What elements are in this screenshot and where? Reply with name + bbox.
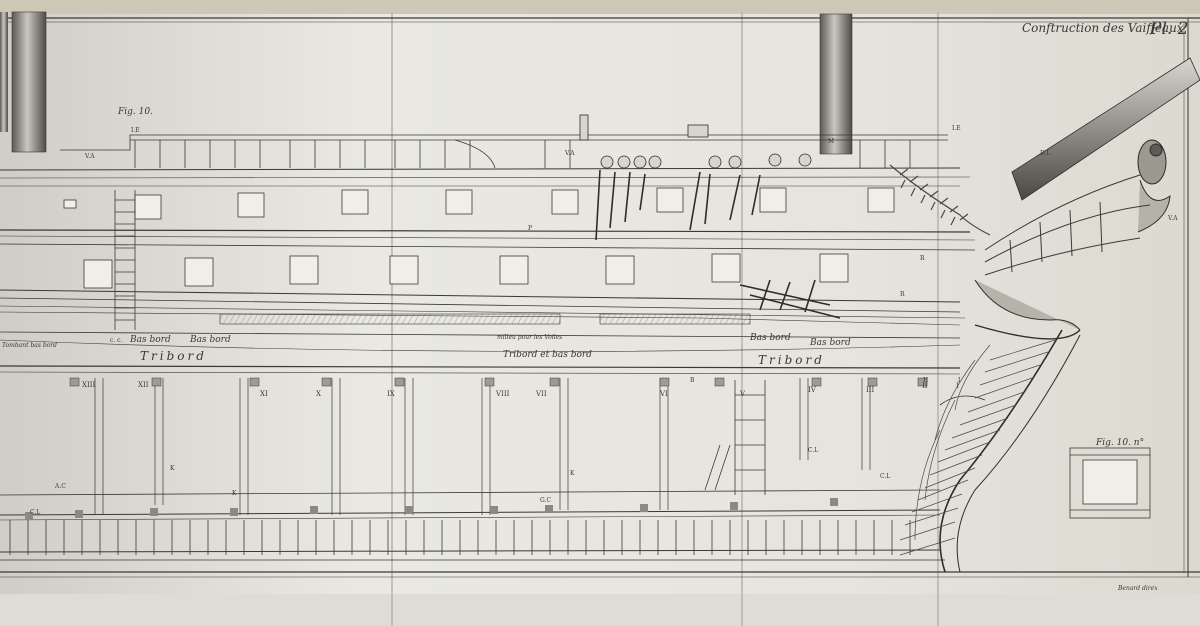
frame-numeral: III [866,386,875,394]
figure-main-label: Fig. 10. [117,107,153,117]
letter-k: K [232,490,237,497]
frame-numeral: IX [387,390,395,398]
plate-number: Pl. 2 [1149,19,1189,39]
letter-ac: A.C [54,483,66,490]
letter-k: K [170,465,175,472]
letter-p: P [528,225,532,232]
letter-b: B [690,377,695,384]
plate-border [0,17,1200,578]
hold-pillars [94,378,871,515]
fore-mast [819,13,853,155]
keel-frames [9,520,911,555]
bowsprit [1011,57,1200,201]
frame-numeral: VI [659,390,668,398]
stem [939,279,1081,573]
label-tribord-center: Tribord et bas bord [503,350,592,360]
letter-r: R [900,291,905,298]
label-bas-bord-3: Bas bord [749,333,791,343]
engraver-signature: Benard direx [1117,585,1158,592]
label-bas-bord-1: Bas bord [129,335,171,345]
inset-diagram [1069,447,1151,519]
figurehead [1137,139,1171,233]
letter-cl: C.L [808,447,818,454]
frame-numeral: VII [535,390,547,398]
head-rails [984,174,1151,276]
letter-h: H [923,377,928,384]
letter-va: V.A [564,150,575,157]
label-tombant: Tombant bas bord [2,342,57,349]
frame-numeral: IV [808,386,817,394]
frame-numeral: I [956,382,959,390]
upper-gunports [63,187,895,220]
main-mast [11,11,47,153]
bow-frames [899,339,1056,556]
plate-title: Conftruction des Vaiffeaux [1022,21,1184,35]
label-bas-bord-2: Bas bord [189,335,231,345]
frame-numeral: XI [260,390,268,398]
letter-va: V.A [84,153,95,160]
upper-rail [60,134,948,169]
foliage-ornament [889,164,991,236]
keel-blocks [25,498,838,520]
letter-dl: D.L [1040,150,1051,157]
label-cc: c. c. [110,337,123,344]
deck-fittings [579,114,812,169]
letter-m: M [828,138,834,145]
letter-r: R [920,255,925,262]
frame-numeral: VIII [495,390,510,398]
label-tribord-right: Tribord [758,353,825,367]
pump-handles [595,169,841,319]
frame-numeral: V [739,390,746,398]
letter-k: K [570,470,575,477]
hull-lines [0,167,976,561]
letter-ie: I.E [131,127,140,134]
pillar-caps [69,377,928,387]
letter-va: V.A [1167,215,1178,222]
frame-numeral: XII [138,381,149,389]
letter-cl: C.L [880,473,890,480]
letter-cl: C.L [30,509,40,516]
label-tribord-left: Tribord [140,349,207,363]
frame-numeral: II [922,382,928,390]
letter-i: I [958,377,961,384]
frame-numeral: X [316,390,321,398]
companion-ladder [114,190,766,495]
frame-numeral: XIII [82,381,96,389]
label-bas-bord-4: Bas bord [809,338,851,348]
lower-gunports [83,253,849,289]
letter-ie: I.E [952,125,961,132]
deck-beams-hatched [219,313,751,325]
figure-inset-label: Fig. 10. n° [1095,438,1144,448]
label-milieu: milieu pour les Voiles [497,334,562,341]
letter-gc: G.C [540,497,551,504]
